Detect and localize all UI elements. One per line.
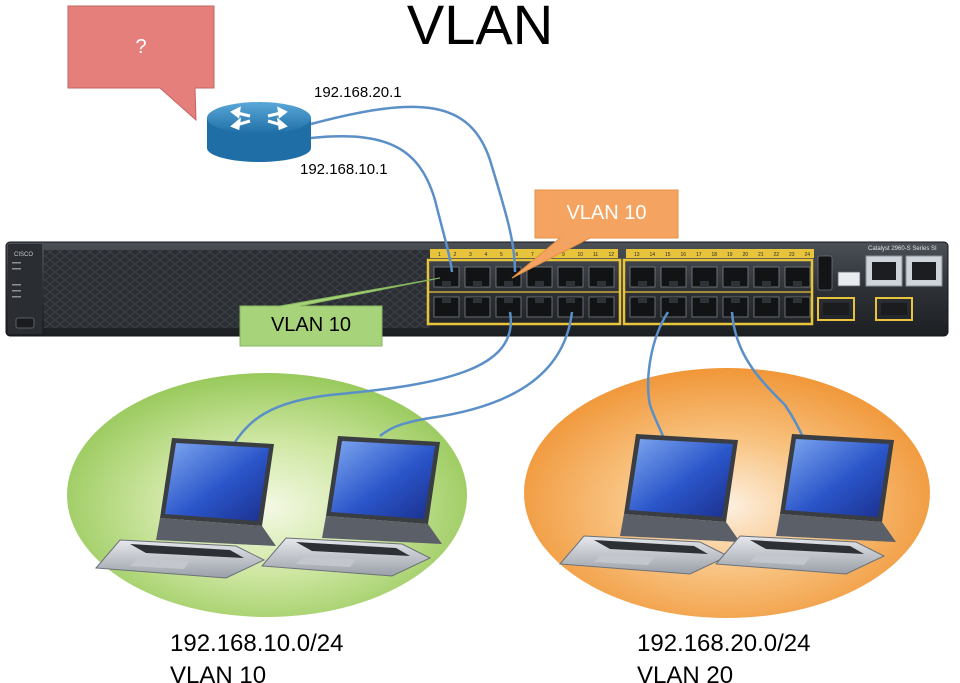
port-number: 21	[758, 252, 764, 258]
port-number: 17	[696, 252, 702, 258]
router-ip-lower: 192.168.10.1	[300, 161, 388, 178]
vlan10-orange-callout-text: VLAN 10	[566, 202, 647, 224]
port-number: 23	[789, 252, 795, 258]
vlan10-green-callout	[239, 277, 441, 347]
rj45-port-tab	[566, 297, 575, 303]
port-number: 15	[665, 252, 671, 258]
port-block-left	[426, 258, 622, 326]
rj45-port-tab	[535, 281, 544, 287]
port-number-strip	[626, 249, 814, 258]
network-label-vlan20: 192.168.20.0/24 VLAN 20	[637, 628, 811, 683]
switch-brand: CISCO	[14, 252, 33, 258]
vlan-label: VLAN 10	[170, 662, 267, 683]
switch-chassis: 123456789101112131415161718192021222324	[5, 241, 949, 337]
rj45-port-tab	[597, 297, 606, 303]
port-block-right	[622, 258, 814, 326]
subnet-label: 192.168.10.0/24	[170, 630, 344, 657]
port-number: 1	[438, 252, 441, 258]
rj45-port-tab	[504, 297, 513, 303]
subnet-label: 192.168.20.0/24	[637, 630, 811, 657]
rj45-port-tab	[442, 281, 451, 287]
port-number: 11	[593, 252, 598, 258]
port-number: 3	[469, 252, 472, 258]
rj45-port-tab	[535, 297, 544, 303]
switch-model-label: Catalyst 2960-S Series SI	[868, 246, 937, 252]
cable-switch-laptop4	[730, 311, 806, 441]
port-number: 9	[562, 252, 565, 258]
cable-switch-laptop3	[646, 311, 670, 445]
rj45-port-tab	[566, 281, 575, 287]
port-number: 13	[634, 252, 640, 258]
rj45-port-tab	[700, 281, 709, 287]
port-number: 24	[805, 252, 811, 258]
port-number: 5	[500, 252, 503, 258]
port-number: 18	[712, 252, 718, 258]
rj45-port-tab	[700, 297, 709, 303]
port-numbers: 123456789101112131415161718192021222324	[430, 249, 814, 258]
switch-ports	[433, 266, 811, 318]
cables	[233, 105, 806, 445]
vlan10-orange-callout	[511, 189, 679, 279]
port-number: 2	[454, 252, 457, 258]
rj45-port-tab	[442, 297, 451, 303]
cable-switch-laptop1	[233, 311, 513, 443]
rj45-port-tab	[731, 281, 740, 287]
rj45-port-tab	[638, 297, 647, 303]
port-number: 10	[578, 252, 584, 258]
rj45-port-tab	[638, 281, 647, 287]
page-title: VLAN	[406, 0, 554, 56]
cable-switch-laptop2	[379, 311, 574, 437]
port-number: 12	[609, 252, 615, 258]
rj45-port-tab	[731, 297, 740, 303]
port-number: 6	[516, 252, 519, 258]
rj45-port-tab	[504, 281, 513, 287]
rj45-port-tab	[597, 281, 606, 287]
question-callout	[67, 5, 215, 122]
port-number: 16	[681, 252, 687, 258]
uplink-ports	[817, 255, 943, 321]
vlan10-green-callout-text: VLAN 10	[270, 314, 352, 336]
router-ip-upper: 192.168.20.1	[314, 84, 402, 101]
port-number: 7	[531, 252, 534, 258]
rj45-port-tab	[762, 281, 771, 287]
rj45-port-tab	[669, 297, 678, 303]
port-number: 19	[727, 252, 733, 258]
port-number: 22	[774, 252, 780, 258]
rj45-port-tab	[473, 281, 482, 287]
cable-router-vlan10	[310, 135, 454, 273]
rj45-port-tab	[669, 281, 678, 287]
port-number: 14	[650, 252, 656, 258]
port-number-strip	[430, 249, 618, 258]
vlan-label: VLAN 20	[637, 662, 734, 683]
router-icon	[207, 102, 311, 162]
question-callout-text: ?	[135, 36, 147, 58]
cable-router-vlan20	[310, 105, 517, 273]
rj45-port-tab	[793, 281, 802, 287]
port-number: 20	[743, 252, 749, 258]
rj45-port-tab	[473, 297, 482, 303]
network-label-vlan10: 192.168.10.0/24 VLAN 10	[170, 628, 344, 683]
port-number: 4	[485, 252, 488, 258]
rj45-port-tab	[793, 297, 802, 303]
rj45-port-tab	[762, 297, 771, 303]
